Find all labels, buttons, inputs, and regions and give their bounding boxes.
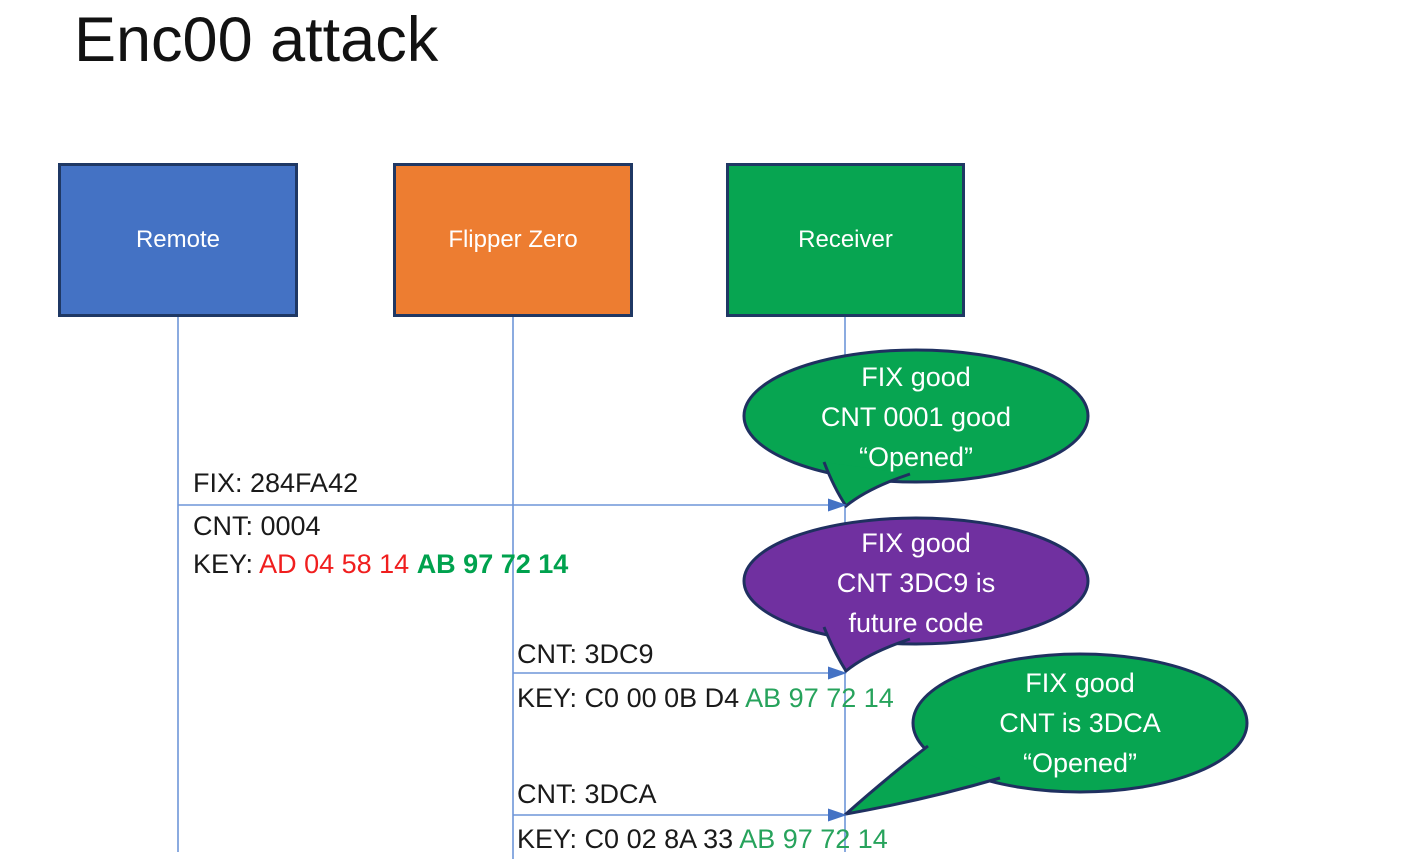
- bubble-1-line-2: CNT 0001 good: [820, 402, 1012, 432]
- page-title: Enc00 attack: [74, 5, 439, 75]
- message-3-key-label: KEY: C0 02 8A 33 AB 97 72 14: [517, 823, 888, 855]
- message-3-key-black-bytes: C0 02 8A 33: [584, 824, 740, 854]
- message-2-cnt-label: CNT: 3DC9: [517, 638, 654, 670]
- actor-box-remote: Remote: [58, 163, 298, 317]
- message-1-cnt-label: CNT: 0004: [193, 510, 321, 542]
- message-arrow-2-head-icon: [828, 666, 847, 680]
- bubble-2-tail: [822, 626, 911, 674]
- message-2-key-green-bytes: AB 97 72 14: [745, 683, 894, 713]
- message-3-key-green-bytes: AB 97 72 14: [739, 824, 888, 854]
- bubble-2-line-2: CNT 3DC9 is: [836, 568, 996, 598]
- actor-label-remote: Remote: [135, 226, 221, 253]
- message-2-key-prefix: KEY:: [517, 683, 585, 713]
- bubble-3-tail: [841, 744, 1001, 817]
- bubble-3-line-1: FIX good: [1025, 668, 1135, 698]
- bubble-2-line-1: FIX good: [861, 528, 971, 558]
- bubble-2-shape: [742, 516, 1090, 646]
- message-2-key-black-bytes: C0 00 0B D4: [584, 683, 746, 713]
- actor-box-flipper-zero: Flipper Zero: [393, 163, 633, 317]
- message-1-key-label: KEY: AD 04 58 14 AB 97 72 14: [193, 548, 568, 580]
- speech-bubble-1: [742, 348, 1090, 509]
- message-arrow-1-head-icon: [828, 498, 847, 512]
- message-1-fix-text: FIX: 284FA42: [193, 468, 359, 498]
- actor-label-flipper-zero: Flipper Zero: [448, 226, 578, 253]
- message-3-cnt-label: CNT: 3DCA: [517, 778, 657, 810]
- bubble-1-tail: [822, 461, 911, 509]
- message-1-key-red-bytes: AD 04 58 14: [259, 549, 417, 579]
- bubble-1-line-3: “Opened”: [858, 442, 974, 472]
- speech-bubble-2: [742, 516, 1090, 674]
- message-1-cnt-text: CNT: 0004: [193, 511, 321, 541]
- actor-label-receiver: Receiver: [798, 226, 893, 253]
- bubble-3-text: FIX good CNT is 3DCA “Opened”: [910, 663, 1250, 783]
- message-arrow-3-head-icon: [828, 808, 847, 822]
- speech-bubble-3: [841, 652, 1249, 817]
- bubble-1-shape: [742, 348, 1090, 484]
- bubble-3-shape: [911, 652, 1249, 794]
- message-1-key-green-bytes: AB 97 72 14: [416, 549, 569, 579]
- bubble-2-line-3: future code: [848, 608, 984, 638]
- message-2-key-label: KEY: C0 00 0B D4 AB 97 72 14: [517, 682, 894, 714]
- bubble-2-text: FIX good CNT 3DC9 is future code: [746, 523, 1086, 643]
- bubble-1-text: FIX good CNT 0001 good “Opened”: [746, 357, 1086, 477]
- message-2-cnt-text: CNT: 3DC9: [517, 639, 654, 669]
- bubble-3-line-3: “Opened”: [1022, 748, 1138, 778]
- actor-box-receiver: Receiver: [726, 163, 965, 317]
- bubble-3-line-2: CNT is 3DCA: [999, 708, 1161, 738]
- message-1-key-prefix: KEY:: [193, 549, 260, 579]
- bubble-1-line-1: FIX good: [861, 362, 971, 392]
- message-3-cnt-text: CNT: 3DCA: [517, 779, 657, 809]
- message-1-fix-label: FIX: 284FA42: [193, 467, 358, 499]
- message-3-key-prefix: KEY:: [517, 824, 585, 854]
